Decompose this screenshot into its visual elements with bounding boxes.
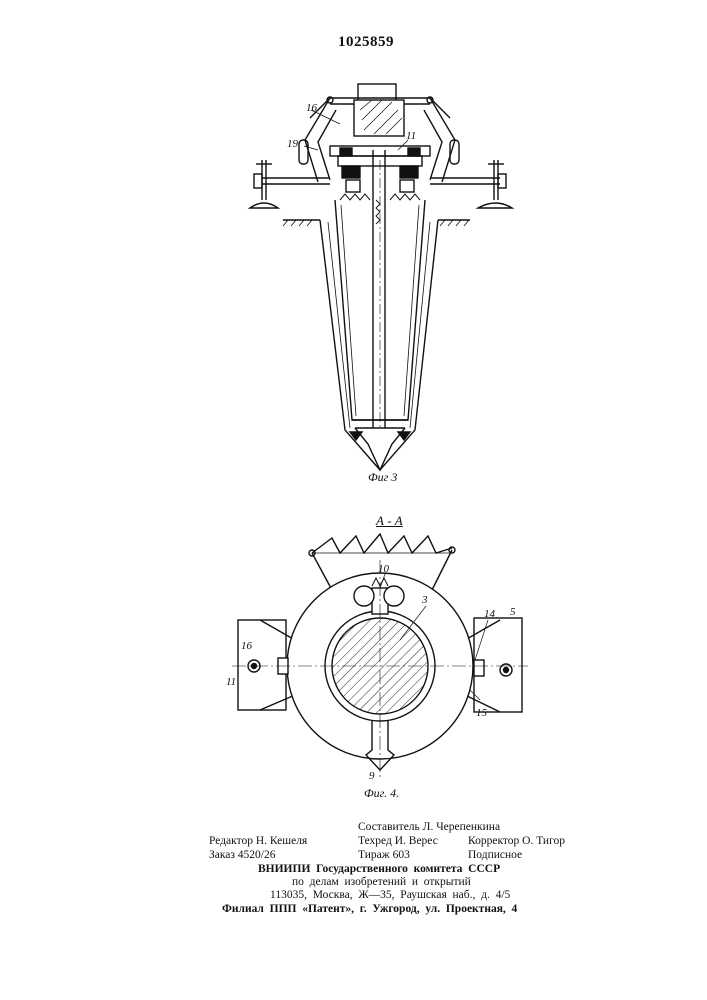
colophon-address: 113035, Москва, Ж—35, Раушская наб., д. …	[270, 888, 510, 902]
fig4-caption: Фиг. 4.	[364, 786, 399, 801]
colophon-techred: Техред И. Верес	[358, 834, 438, 848]
fig4-label-10: 10	[378, 563, 389, 575]
fig4-label-14: 14	[484, 608, 495, 620]
fig4-label-5: 5	[510, 606, 516, 618]
fig4-label-15: 15	[476, 707, 487, 719]
colophon-compiler: Составитель Л. Черепенкина	[358, 820, 500, 834]
colophon-editor: Редактор Н. Кешеля	[209, 834, 307, 848]
colophon-circulation: Тираж 603	[358, 848, 410, 862]
fig4-label-16: 16	[241, 640, 252, 652]
colophon-org-line2: по делам изобретений и открытий	[292, 875, 471, 889]
colophon-subscription: Подписное	[468, 848, 522, 862]
colophon-corrector: Корректор О. Тигор	[468, 834, 565, 848]
colophon-order: Заказ 4520/26	[209, 848, 276, 862]
fig4-label-3: 3	[422, 594, 428, 606]
colophon-org-line1: ВНИИПИ Государственного комитета СССР	[258, 862, 500, 876]
fig4-label-9: 9	[369, 770, 375, 782]
colophon-branch: Филиал ППП «Патент», г. Ужгород, ул. Про…	[222, 902, 517, 916]
fig4-label-11: 11	[226, 676, 236, 688]
